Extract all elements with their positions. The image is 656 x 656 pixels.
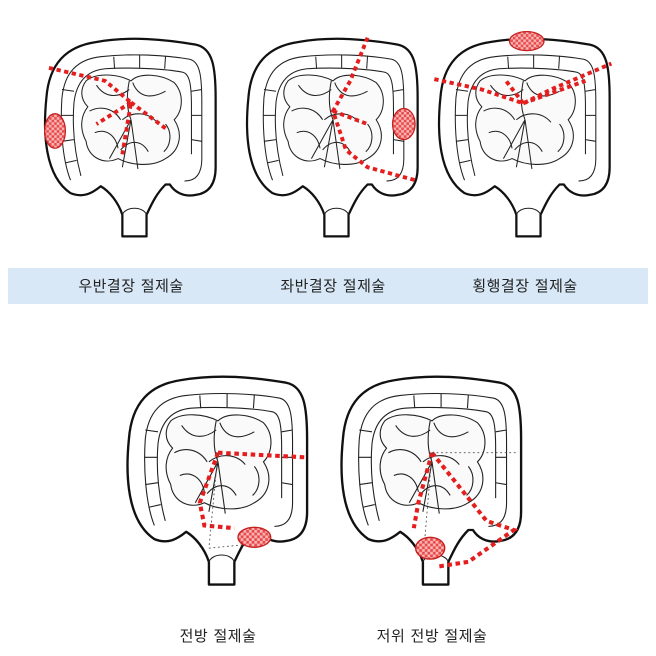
diagram-right-hemicolectomy	[36, 12, 226, 262]
caption-anterior-resection: 전방 절제술	[179, 627, 257, 645]
tumor-marker	[43, 113, 67, 149]
diagram-low-anterior-resection	[332, 355, 532, 605]
diagram-left-hemicolectomy	[238, 12, 428, 262]
caption-transverse-colectomy: 횡행결장 절제술	[472, 277, 578, 295]
tumor-marker	[508, 30, 545, 52]
tumor-marker	[414, 536, 446, 560]
diagram-anterior-resection	[118, 355, 318, 605]
caption-band-top	[8, 268, 648, 304]
tumor-marker	[391, 107, 416, 141]
tumor-marker	[237, 526, 272, 548]
caption-left-hemicolectomy: 좌반결장 절제술	[280, 277, 386, 295]
diagram-transverse-colectomy	[430, 12, 620, 262]
caption-right-hemicolectomy: 우반결장 절제술	[78, 277, 184, 295]
caption-low-anterior-resection: 저위 전방 절제술	[376, 627, 488, 645]
